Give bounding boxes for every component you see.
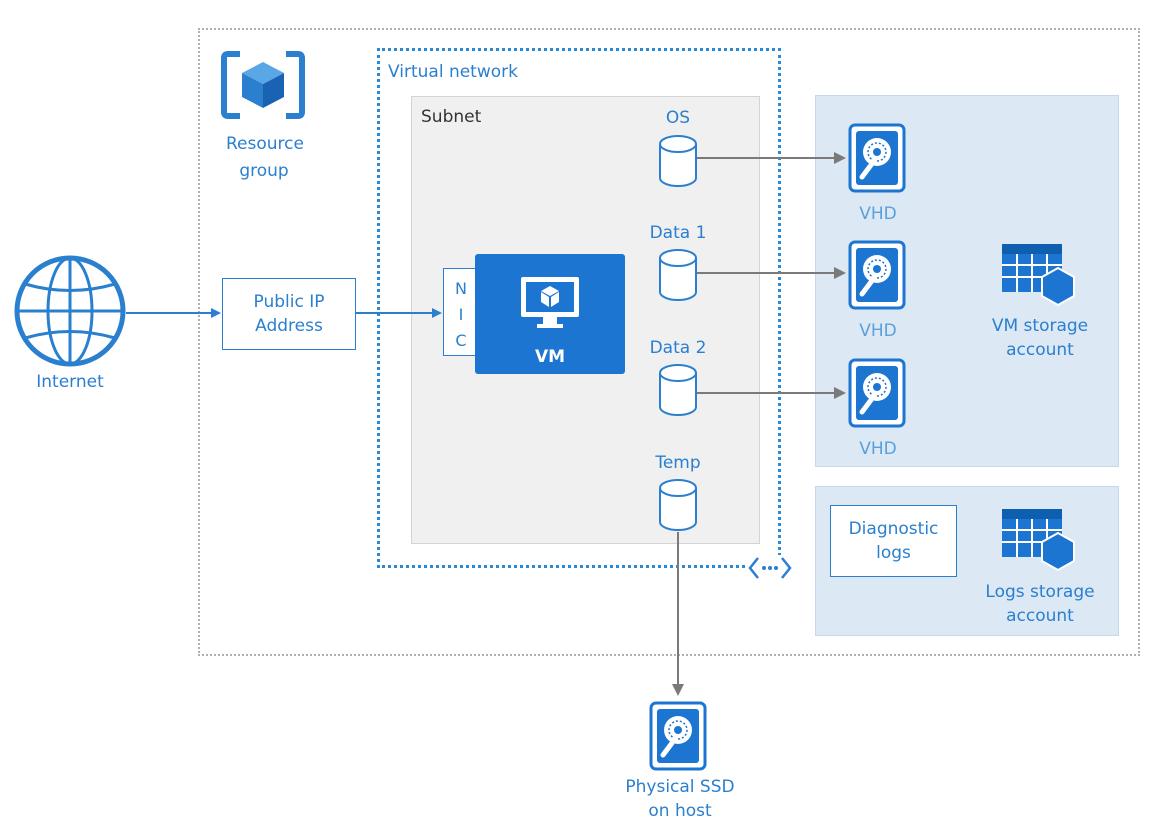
subnet-label: Subnet: [421, 107, 482, 127]
public-ip-label-line1: Public IP: [253, 292, 325, 312]
resource-group-label-line2: group: [239, 161, 289, 181]
nic-letter-c: C: [455, 331, 467, 350]
vhd-os-hard-drive-icon: [850, 125, 904, 191]
diagnostic-logs-box: Diagnostic logs: [830, 505, 957, 577]
physical-ssd-label-line1: Physical SSD: [625, 777, 735, 797]
logs-storage-label-line1: Logs storage: [985, 582, 1095, 602]
disk-data1-label: Data 1: [649, 223, 707, 243]
resource-group-cube-icon: [221, 51, 305, 119]
vhd-os-label: VHD: [859, 204, 897, 224]
nic-letter-i: I: [458, 305, 464, 324]
disk-data1-cylinder-icon: [659, 249, 697, 301]
disk-temp-cylinder-icon: [659, 479, 697, 531]
internet-label: Internet: [36, 372, 104, 392]
logs-storage-account-icon: [1001, 508, 1075, 571]
vm-label: VM: [534, 347, 566, 367]
disk-temp-label: Temp: [655, 453, 701, 473]
diagnostic-logs-label-line2: logs: [876, 543, 911, 563]
vhd-data1-label: VHD: [859, 321, 897, 341]
public-ip-label-line2: Address: [255, 316, 323, 336]
vm-storage-account-icon: [1001, 243, 1075, 306]
public-ip-address-box: Public IP Address: [222, 278, 356, 350]
disk-data2-label: Data 2: [649, 338, 707, 358]
resource-group-boundary: [198, 28, 1140, 656]
monitor-cube-icon: [521, 277, 579, 328]
globe-icon: [14, 255, 126, 367]
virtual-network-boundary: [377, 48, 781, 568]
nic-box: N I C: [443, 268, 477, 356]
vhd-data1-hard-drive-icon: [850, 242, 904, 308]
vhd-data2-hard-drive-icon: [850, 360, 904, 426]
vhd-data2-label: VHD: [859, 439, 897, 459]
nic-letter-n: N: [455, 279, 467, 298]
vnet-peering-icon: [748, 555, 792, 581]
virtual-network-label: Virtual network: [388, 62, 518, 82]
resource-group-label-line1: Resource: [226, 134, 304, 154]
physical-ssd-label-line2: on host: [648, 801, 712, 821]
logs-storage-label-line2: account: [1006, 606, 1074, 626]
disk-os-label: OS: [665, 108, 691, 128]
vm-box: VM: [475, 254, 625, 374]
vm-storage-label-line2: account: [1006, 340, 1074, 360]
disk-data2-cylinder-icon: [659, 364, 697, 416]
diagnostic-logs-label-line1: Diagnostic: [848, 519, 939, 539]
disk-os-cylinder-icon: [659, 135, 697, 187]
vm-storage-label-line1: VM storage: [991, 316, 1089, 336]
physical-ssd-hard-drive-icon: [651, 703, 705, 769]
